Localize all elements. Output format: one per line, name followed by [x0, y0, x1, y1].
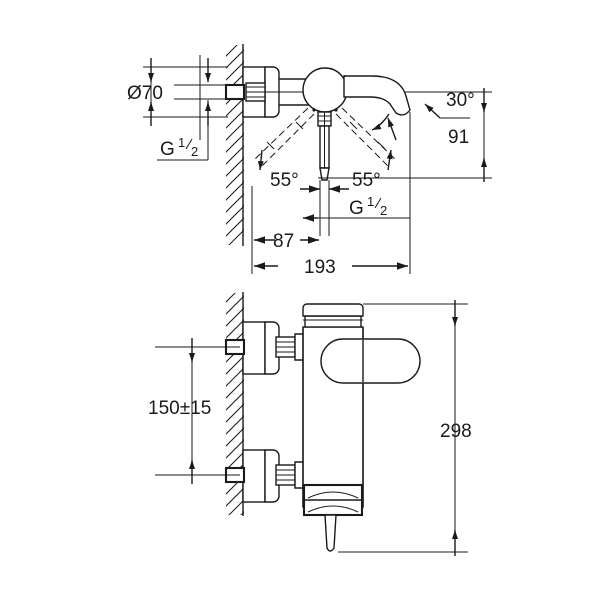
dimension-298	[338, 300, 468, 556]
top-view-group: Ø70 G 1 2 55° 55° 30°	[127, 44, 492, 278]
top-cap-front	[302, 303, 364, 328]
dimension-87	[251, 186, 319, 248]
label-dia70: Ø70	[127, 83, 163, 104]
front-view-group: 150±15 298	[148, 292, 472, 556]
dimension-91	[318, 88, 492, 182]
plate-thickness-marks	[174, 55, 232, 140]
dimension-dia70	[143, 58, 228, 126]
svg-text:1: 1	[367, 194, 374, 209]
swivel-range-left	[253, 107, 315, 167]
spout-outlet-front	[302, 483, 364, 552]
union-nut-upper	[275, 336, 296, 358]
label-91: 91	[448, 127, 469, 148]
angle-30-leader	[371, 103, 470, 141]
mixer-body-circle-top	[302, 67, 348, 113]
label-g-half-inlet: G 1 2	[160, 135, 198, 160]
g-half-inlet-leader	[157, 100, 209, 161]
dimension-193	[251, 112, 411, 274]
svg-text:2: 2	[380, 203, 387, 218]
swivel-tick-marks	[266, 121, 386, 150]
dimension-150	[155, 338, 240, 484]
spout-arm-top	[343, 75, 411, 116]
escutcheon-lower-cap	[264, 449, 280, 503]
escutcheon-upper-cap	[264, 321, 280, 375]
body-dot-right	[334, 108, 338, 112]
escutcheon-upper	[242, 321, 266, 375]
label-angle-55-left: 55°	[270, 170, 299, 191]
svg-text:1: 1	[178, 135, 185, 150]
swivel-range-right	[335, 107, 397, 167]
union-nut-top	[245, 82, 266, 102]
wall-hatch-top	[226, 45, 244, 245]
label-87: 87	[273, 231, 294, 252]
label-150: 150±15	[148, 398, 211, 419]
label-298: 298	[440, 421, 472, 442]
nozzle-width-marks	[300, 180, 349, 236]
body-dot-left	[312, 108, 316, 112]
svg-text:G: G	[349, 198, 364, 219]
label-g-half-outlet: G 1 2	[349, 194, 387, 219]
label-angle-30: 30°	[446, 90, 475, 111]
escutcheon-lower	[242, 449, 266, 503]
label-angle-55-right: 55°	[352, 170, 381, 191]
lever-handle-front	[320, 338, 421, 384]
lever-stem-top	[317, 111, 332, 181]
angle-arrow-right	[386, 149, 393, 171]
inlet-pipe-stub-top	[224, 83, 246, 101]
angle-arrow-left	[257, 149, 264, 171]
svg-text:G: G	[160, 139, 175, 160]
label-193: 193	[304, 257, 336, 278]
union-nut-lower	[275, 464, 296, 486]
svg-text:2: 2	[191, 144, 198, 159]
